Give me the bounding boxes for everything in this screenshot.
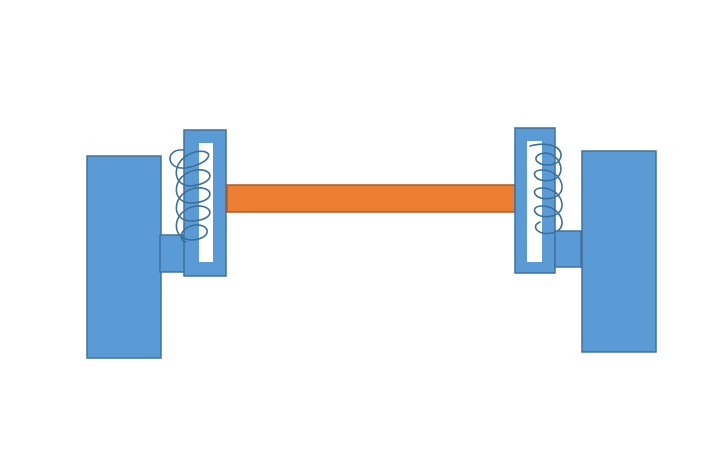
right-spring bbox=[529, 143, 563, 235]
right-frame bbox=[514, 127, 556, 274]
left-connector bbox=[159, 234, 187, 273]
left-spring bbox=[169, 149, 211, 243]
center-rod bbox=[226, 184, 516, 213]
right-connector bbox=[554, 230, 582, 268]
right-outer-block bbox=[581, 150, 657, 353]
left-frame bbox=[183, 129, 227, 277]
left-outer-block bbox=[86, 155, 162, 359]
